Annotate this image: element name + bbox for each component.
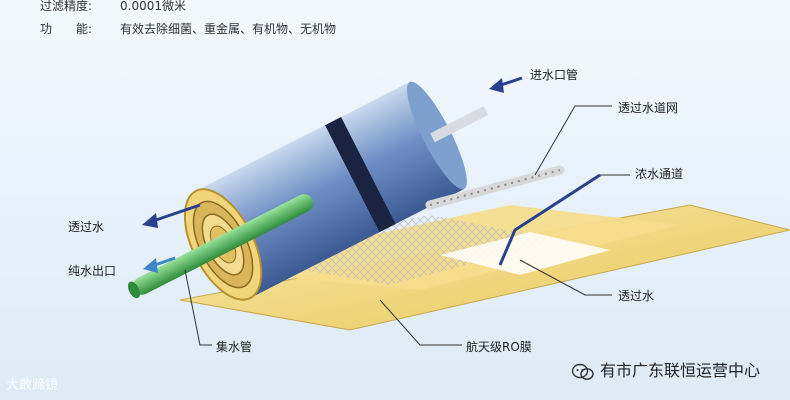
leader-collection-tube	[185, 270, 212, 345]
label-concentrate-channel: 浓水通道	[635, 165, 683, 182]
label-permeate-mesh: 透过水道网	[618, 99, 678, 116]
label-ro-membrane: 航天级RO膜	[466, 338, 532, 355]
leader-permeate-mesh	[535, 106, 612, 175]
permeate-arrow-head	[142, 213, 158, 228]
watermark-right-text: 有市广东联恒运营中心	[600, 361, 760, 380]
watermark-right: 有市广东联恒运营中心	[572, 357, 760, 381]
watermark-left-text: 大敢蹄镜	[6, 378, 58, 393]
label-collection-tube: 集水管	[216, 338, 252, 355]
label-permeate-left: 透过水	[68, 218, 104, 235]
inlet-arrow-head	[489, 78, 504, 93]
watermark-left: 大敢蹄镜	[6, 374, 58, 393]
label-permeate-right: 透过水	[618, 287, 654, 304]
label-inlet: 进水口管	[530, 66, 578, 83]
pure-outlet-arrow-head	[143, 258, 158, 273]
label-pure-outlet: 纯水出口	[68, 262, 116, 279]
wechat-icon	[572, 363, 594, 381]
